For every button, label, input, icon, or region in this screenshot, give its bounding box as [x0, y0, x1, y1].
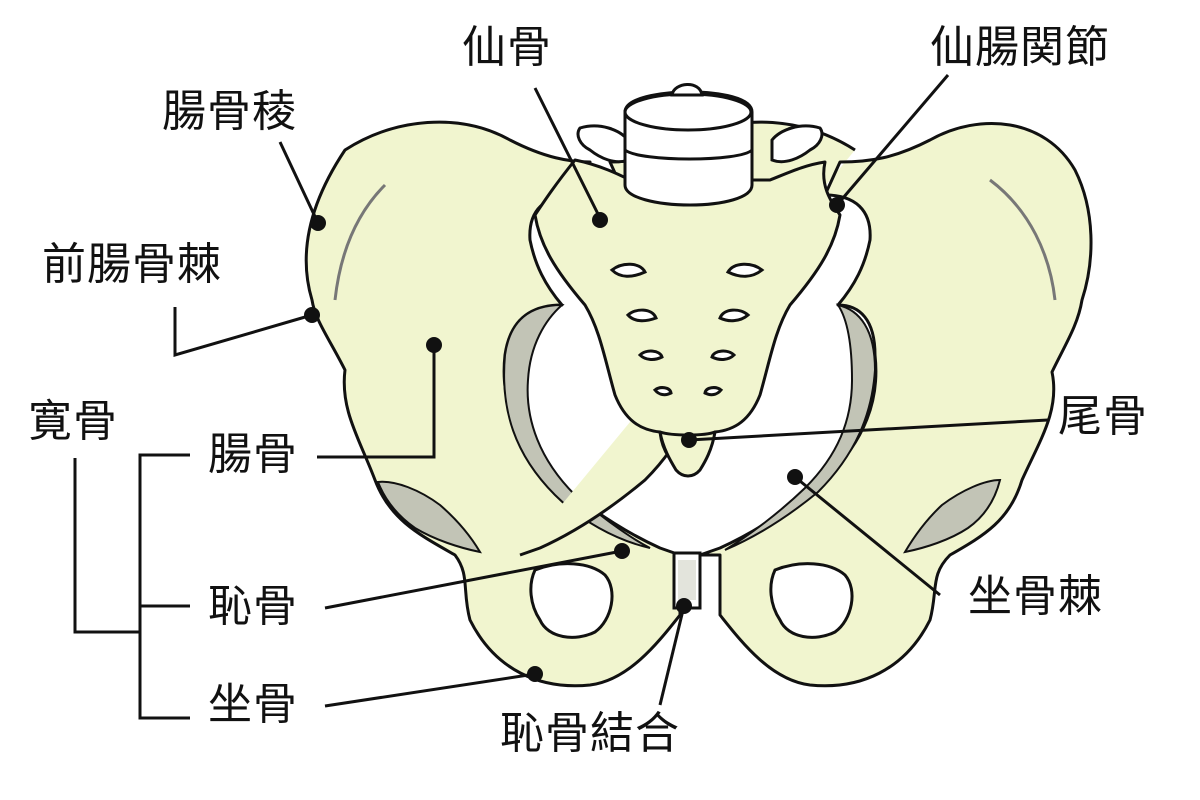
vertebra-spinous-process	[670, 83, 704, 97]
right-obturator-foramen	[769, 562, 854, 639]
leader-pubic-symphysis	[658, 605, 686, 706]
leader-ischium	[324, 672, 536, 708]
leader-lines	[73, 74, 1049, 720]
vertebra-top-surface	[623, 92, 753, 132]
label-ilium: 腸骨	[208, 429, 298, 480]
left-acetabulum-shadow	[376, 480, 482, 554]
right-iliac-fossa-line	[989, 178, 1057, 301]
sacrum-bone	[533, 158, 842, 472]
right-pelvic-rim	[724, 303, 877, 551]
left-obturator-foramen	[529, 562, 614, 639]
label-hip-bone: 寛骨	[28, 396, 118, 447]
label-pubis: 恥骨	[208, 581, 298, 632]
label-iliac-crest: 腸骨稜	[162, 86, 297, 137]
label-sacroiliac-joint: 仙腸関節	[930, 22, 1110, 73]
label-coccyx: 尾骨	[1058, 391, 1148, 442]
label-sacrum: 仙骨	[462, 22, 552, 73]
right-acetabulum-shadow	[903, 478, 1002, 554]
coccyx-bone	[658, 430, 717, 478]
label-anterior-iliac-spine: 前腸骨棘	[42, 239, 222, 290]
leader-anterior-iliac-spine	[173, 307, 313, 358]
hip-bone-bracket-stem	[73, 458, 140, 634]
leader-sacrum	[533, 87, 602, 219]
vertebra-disc-line	[624, 148, 754, 161]
leader-ischial-spine	[794, 475, 941, 597]
leader-dots	[304, 197, 845, 682]
label-ischial-spine: 坐骨棘	[968, 571, 1103, 622]
label-ischium: 坐骨	[208, 679, 298, 730]
leader-pubis	[324, 549, 623, 610]
leader-sacroiliac-joint	[835, 74, 950, 206]
label-pubic-symphysis: 恥骨結合	[500, 708, 680, 759]
leader-coccyx	[688, 418, 1049, 442]
left-iliac-fossa-line	[333, 183, 387, 301]
leader-ilium	[317, 345, 436, 459]
hip-bone-bracket	[138, 453, 190, 720]
sacral-foramina	[609, 262, 765, 397]
leader-iliac-crest	[278, 141, 320, 224]
pubic-symphysis-shade	[678, 560, 696, 600]
